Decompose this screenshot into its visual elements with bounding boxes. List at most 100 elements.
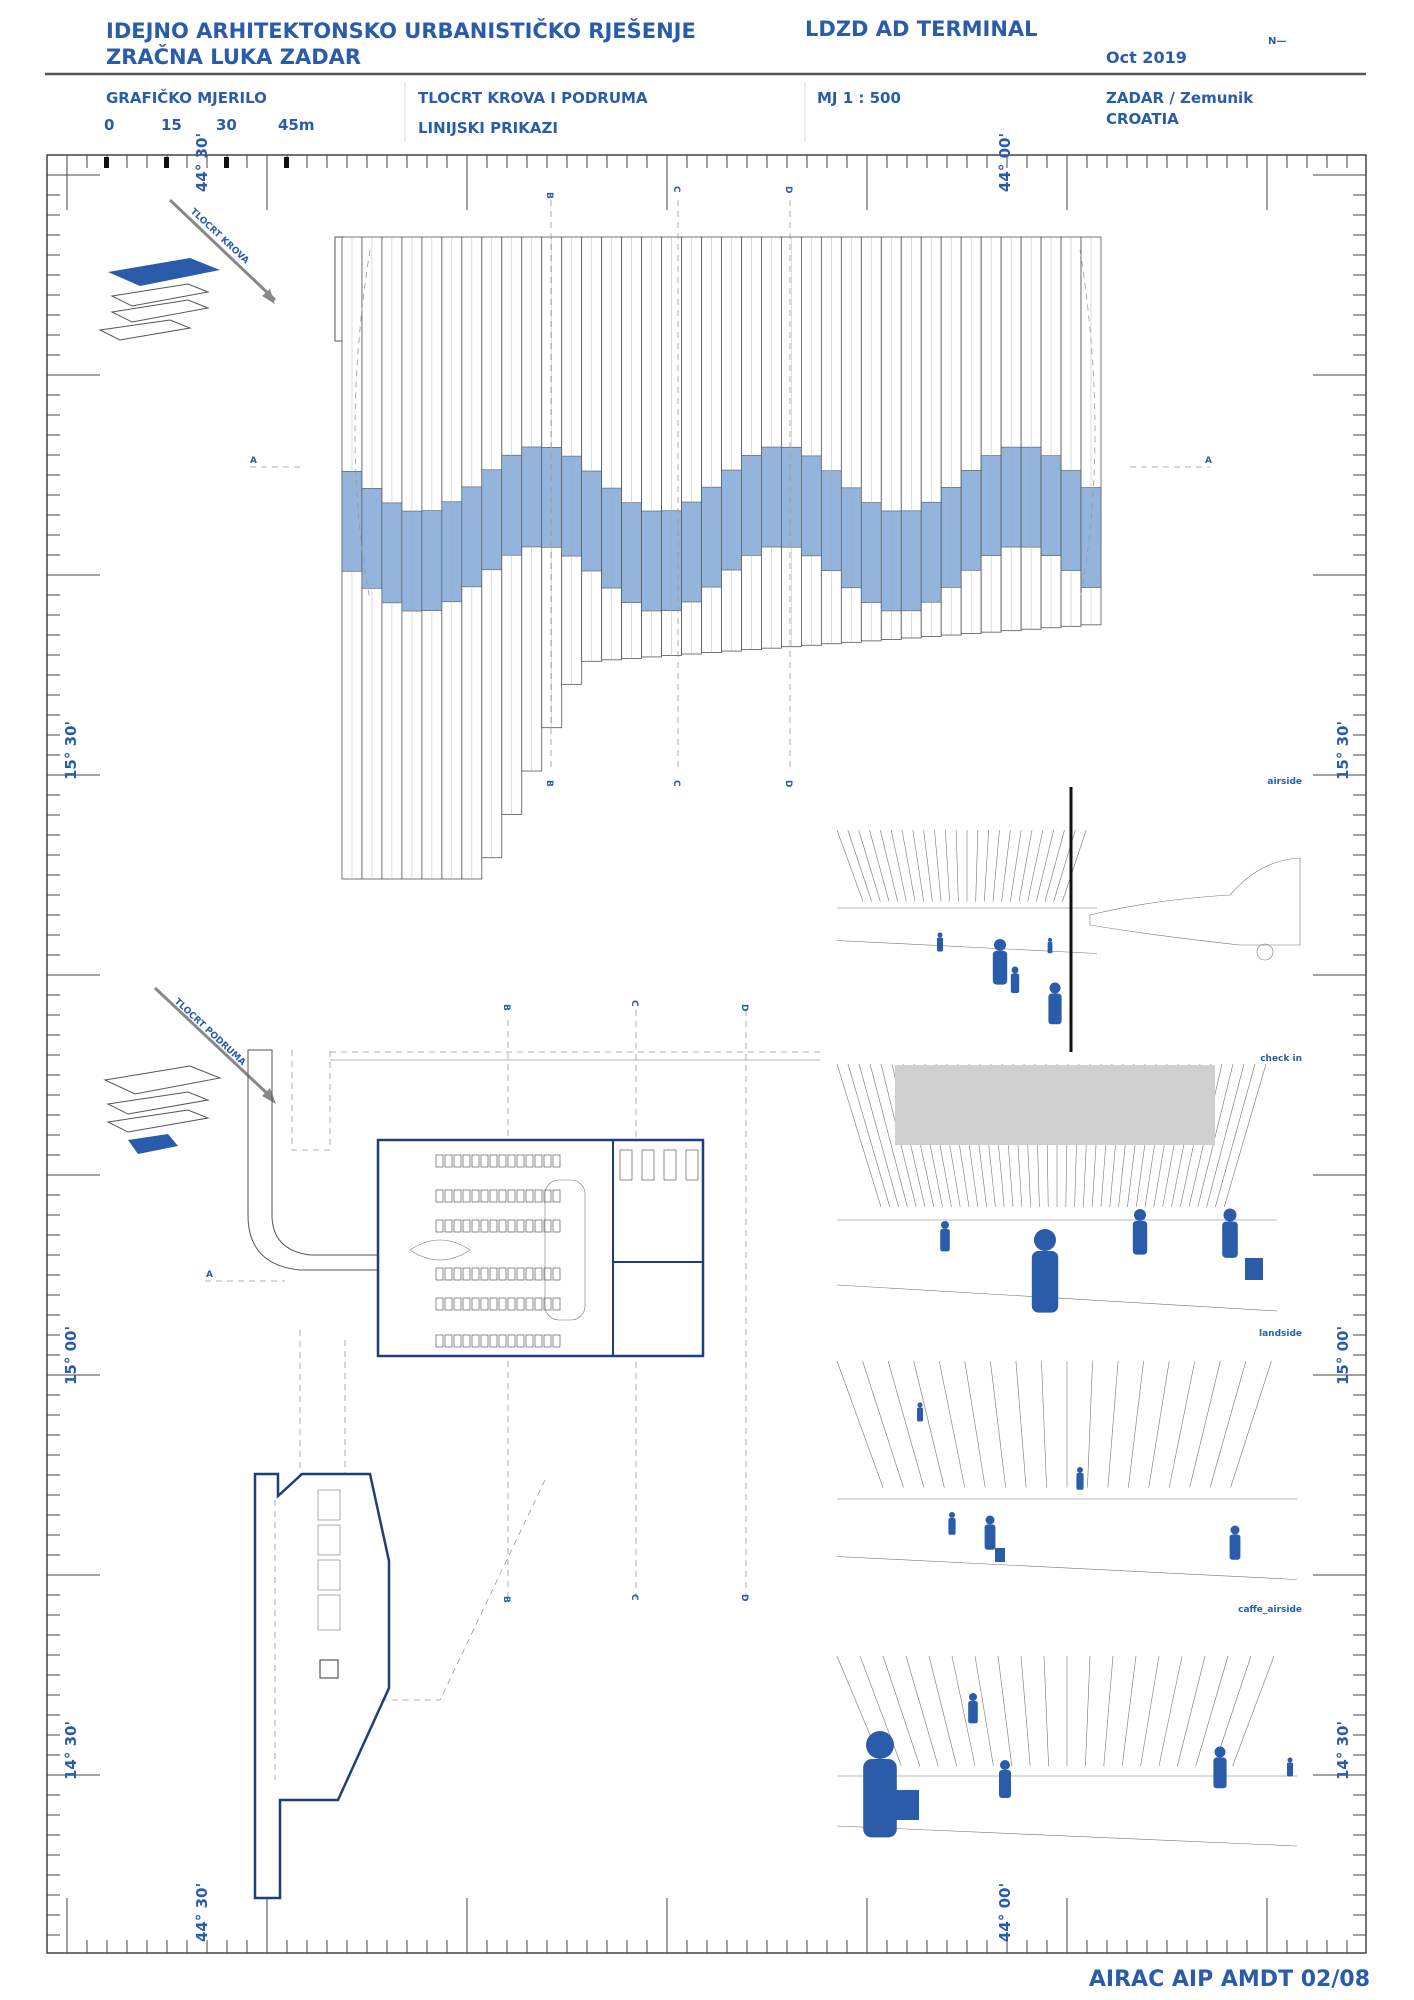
basement-outline [376,1138,705,1358]
coord-left-1500: 15° 00' [62,1326,80,1385]
structure-line [913,1360,945,1488]
parking-space [435,1297,444,1311]
person-silhouette [917,1402,923,1408]
structure-line [847,829,872,902]
structure-line [1087,1360,1093,1488]
parking-space [498,1154,507,1168]
person-silhouette [949,1512,955,1518]
structure-line [1085,1655,1091,1767]
plan-subtitle: LINIJSKI PRIKAZI [418,119,558,137]
parking-space [471,1189,480,1203]
people-silhouettes [863,932,1293,1838]
aircraft [1089,857,1301,946]
structure-line [1010,829,1022,902]
parking-rows [435,1149,699,1348]
parking-space [525,1267,534,1281]
structure-line [1140,1655,1160,1767]
render-caffe-airside: caffe_airside [836,1605,1302,1847]
structure-line [836,829,864,902]
structure-line [882,1655,921,1767]
parking-space [498,1267,507,1281]
frame-ticks [47,155,1366,1953]
coord-bottom-4400: 44° 00' [996,1883,1014,1942]
person-silhouette [1076,1473,1084,1490]
structure-line [1223,1063,1267,1208]
parking-space [525,1297,534,1311]
parking-space [552,1297,561,1311]
person-silhouette [917,1407,923,1422]
parking-space [552,1189,561,1203]
pier-plan [253,1472,391,1900]
parking-space [552,1219,561,1233]
section-a-label: A [206,1270,213,1280]
structure-line [1001,829,1011,902]
person-silhouette [948,1518,956,1535]
structure-line [1206,1063,1245,1208]
person-silhouette [1230,1525,1240,1535]
parking-space [471,1219,480,1233]
person-silhouette [992,951,1008,985]
structure-line [901,829,916,902]
parking-space [552,1154,561,1168]
parking-space [435,1267,444,1281]
structure-line [955,829,959,902]
section-d-label: D [739,1004,749,1011]
title-line1: IDEJNO ARHITEKTONSKO URBANISTIČKO RJEŠEN… [106,18,696,43]
access-road [247,1049,379,1271]
structure-line [1209,1360,1247,1488]
structure-line [880,829,898,902]
parking-space [435,1219,444,1233]
parking-space [507,1297,516,1311]
parking-space [516,1267,525,1281]
structure-line [912,829,924,902]
parking-space [489,1297,498,1311]
parking-space [480,1189,489,1203]
structure-line [1107,1360,1119,1488]
suitcase [1245,1258,1263,1280]
parking-space [489,1334,498,1348]
location-line2: CROATIA [1106,110,1179,128]
parking-space [516,1297,525,1311]
floor-line [836,1556,1298,1580]
parking-space [462,1219,471,1233]
coord-left-1530: 15° 30' [62,721,80,780]
parking-space [516,1219,525,1233]
render-label-airside: airside [1267,777,1302,787]
structure-line [1230,1360,1272,1488]
parking-space [534,1154,543,1168]
axo-basement: TLOCRT PODRUMA [103,986,276,1154]
structure-line [858,1063,899,1208]
person-silhouette [1034,1229,1056,1251]
render-label-landside: landside [1259,1329,1302,1339]
floor-line [836,940,1098,954]
parking-space [480,1219,489,1233]
parking-space [552,1267,561,1281]
structure-line [859,1655,902,1767]
north-indicator: N— [1268,36,1286,47]
render-label-checkin: check in [1260,1054,1302,1064]
parking-space [543,1189,552,1203]
person-silhouette [1049,982,1061,994]
section-d-label: D [783,780,793,787]
scale-tick-45: 45m [278,116,315,134]
green-wall [895,1065,1215,1145]
person-silhouette [1000,1760,1010,1770]
structure-line [836,1063,882,1208]
section-a-label: A [1205,456,1212,466]
scale-ratio: MJ 1 : 500 [817,89,901,107]
room [685,1149,699,1181]
render-landside: landside [836,1329,1302,1580]
room [641,1149,655,1181]
render-airside: airside [836,777,1302,1052]
section-d-label: D [783,186,793,193]
parking-space [498,1334,507,1348]
axo-roof: TLOCRT KROVA [98,198,277,341]
section-a-label: A [250,456,257,466]
structure-line [1195,1655,1229,1767]
structure-line [1177,1655,1206,1767]
person-silhouette [863,1759,897,1838]
scale-bar-mark [224,157,229,168]
scale-tick-30: 30 [216,116,237,134]
roof-outline [354,249,1096,601]
parking-space [525,1219,534,1233]
